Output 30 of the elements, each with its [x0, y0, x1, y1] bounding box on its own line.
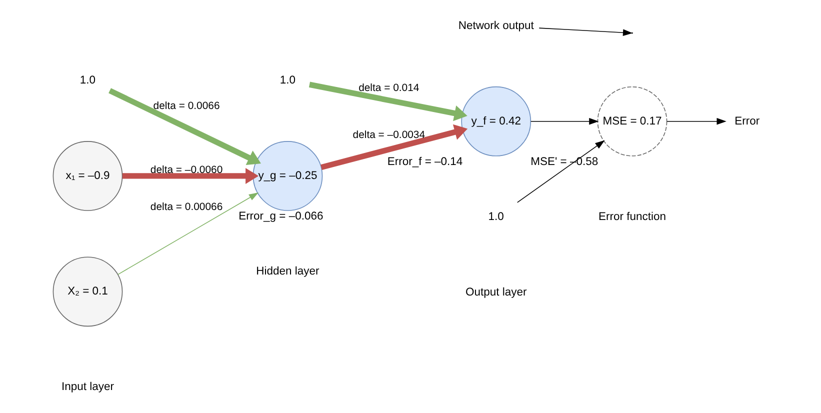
node-label: Error_g = –0.066 — [238, 210, 323, 223]
arrow — [122, 168, 258, 184]
arrow — [116, 192, 258, 275]
arrow — [666, 118, 726, 125]
node-text: Error — [734, 115, 760, 128]
edge-label: delta = –0.0034 — [352, 130, 425, 141]
arrow — [516, 140, 604, 203]
edge-label: delta = –0.0060 — [150, 165, 222, 176]
node-circle: MSE = 0.17 — [596, 86, 667, 156]
edge-label: delta = 0.014 — [358, 83, 419, 94]
label: Hidden layer — [256, 266, 319, 278]
node-text: 1.0 — [79, 74, 96, 86]
node-text: 1.0 — [488, 210, 504, 223]
arrow — [308, 82, 467, 122]
arrow — [108, 88, 260, 166]
arrow — [538, 28, 632, 36]
node-label: Error_f = –0.14 — [386, 156, 462, 168]
node-circle: y_g = –0.25 — [252, 141, 322, 211]
arrow — [530, 118, 598, 125]
edge-label: delta = 0.00066 — [150, 202, 222, 214]
node-text: Network output — [458, 20, 534, 32]
label: Error function — [598, 210, 666, 223]
edge-label: delta = 0.0066 — [152, 100, 220, 112]
arrow — [320, 124, 468, 170]
node-text: 1.0 — [279, 74, 296, 86]
label: Output layer — [465, 286, 526, 298]
label: Input layer — [61, 381, 114, 394]
node-circle: y_f = 0.42 — [460, 86, 531, 156]
node-circle: x₁ = –0.9 — [52, 141, 122, 211]
node-circle: X₂ = 0.1 — [52, 256, 122, 327]
